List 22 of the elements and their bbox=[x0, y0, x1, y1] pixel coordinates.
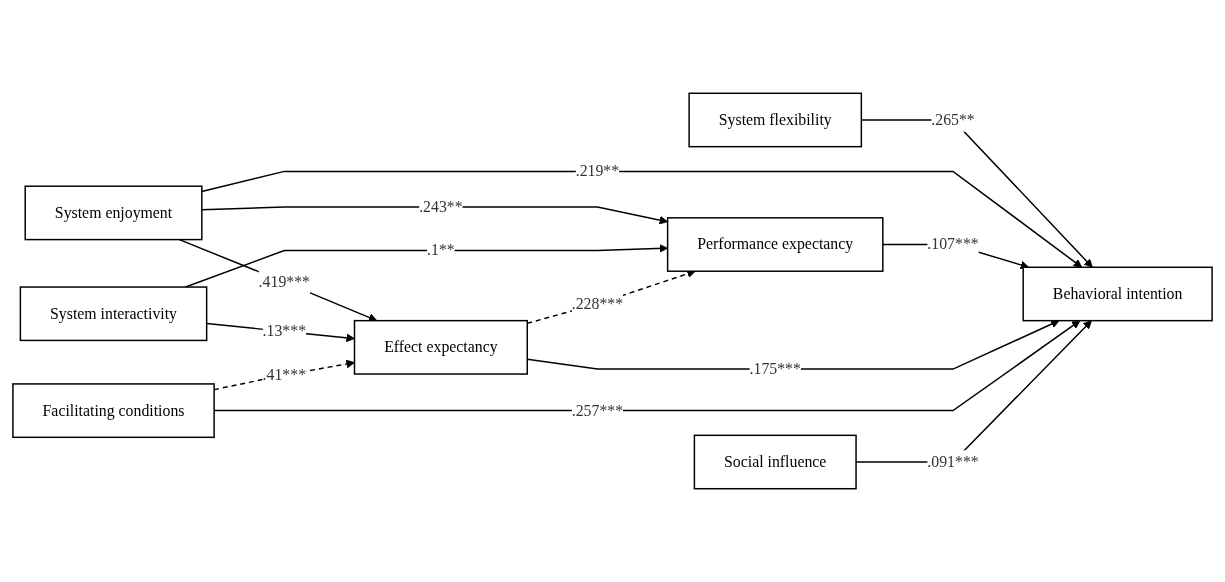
edge-label: .091*** bbox=[927, 453, 979, 470]
node-box: Performance expectancy bbox=[666, 217, 884, 272]
node-box: Social influence bbox=[693, 434, 857, 490]
node-box: System flexibility bbox=[688, 92, 863, 148]
edge-label: .228*** bbox=[571, 294, 624, 312]
edge-label: .219** bbox=[575, 162, 620, 180]
node-box: System interactivity bbox=[19, 286, 208, 342]
edge-label: .243** bbox=[419, 198, 463, 215]
edge-label: .1** bbox=[427, 241, 455, 259]
node-box: Behavioral intention bbox=[1022, 266, 1213, 322]
node-box: System enjoyment bbox=[24, 185, 203, 241]
edge-label: .265** bbox=[931, 111, 975, 128]
arrow bbox=[201, 206, 668, 225]
arrow bbox=[178, 238, 378, 322]
edge-label: .175*** bbox=[749, 360, 801, 377]
edge-label: .41*** bbox=[262, 366, 307, 383]
edge-label: .419*** bbox=[258, 273, 311, 291]
node-box: Facilitating conditions bbox=[12, 383, 215, 439]
edge-label: .257*** bbox=[571, 401, 624, 419]
edge-label: .13*** bbox=[262, 322, 307, 340]
edge-label: .107*** bbox=[927, 235, 979, 253]
node-box: Effect expectancy bbox=[353, 319, 528, 375]
